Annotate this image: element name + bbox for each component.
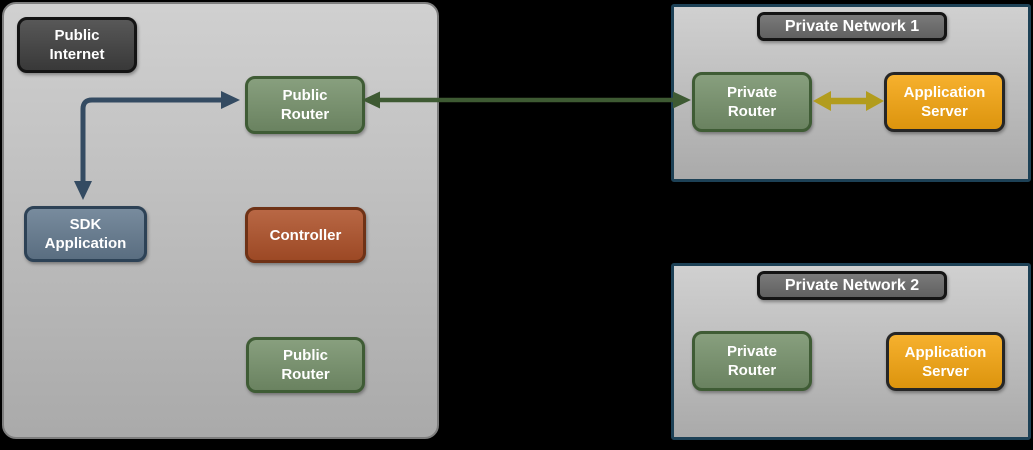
- node-private-router-1-label: Private Router: [726, 84, 778, 120]
- node-private-router-2: Private Router: [692, 331, 812, 391]
- node-public-router-top-label: Public Router: [280, 87, 330, 123]
- node-public-router-top: Public Router: [245, 76, 365, 134]
- zone-title-private-network-1: Private Network 1: [757, 12, 947, 41]
- node-controller-label: Controller: [269, 226, 342, 244]
- zone-title-private-network-2-label: Private Network 2: [784, 276, 920, 294]
- node-sdk-application-label: SDK Application: [44, 216, 127, 252]
- node-public-router-bottom: Public Router: [246, 337, 365, 393]
- zone-title-private-network-1-label: Private Network 1: [784, 17, 920, 35]
- node-application-server-2-label: Application Server: [904, 343, 987, 380]
- badge-public-internet: Public Internet: [17, 17, 137, 73]
- node-application-server-1-label: Application Server: [903, 84, 986, 120]
- badge-public-internet-label: Public Internet: [49, 27, 105, 63]
- zone-public-internet: Public Internet Public Router SDK Applic…: [2, 2, 439, 439]
- node-public-router-bottom-label: Public Router: [281, 347, 330, 383]
- node-application-server-1: Application Server: [884, 72, 1005, 132]
- node-private-router-1: Private Router: [692, 72, 812, 132]
- node-sdk-application: SDK Application: [24, 206, 147, 262]
- node-application-server-2: Application Server: [886, 332, 1005, 391]
- zone-title-private-network-2: Private Network 2: [757, 271, 947, 300]
- node-controller: Controller: [245, 207, 366, 263]
- node-private-router-2-label: Private Router: [726, 343, 778, 379]
